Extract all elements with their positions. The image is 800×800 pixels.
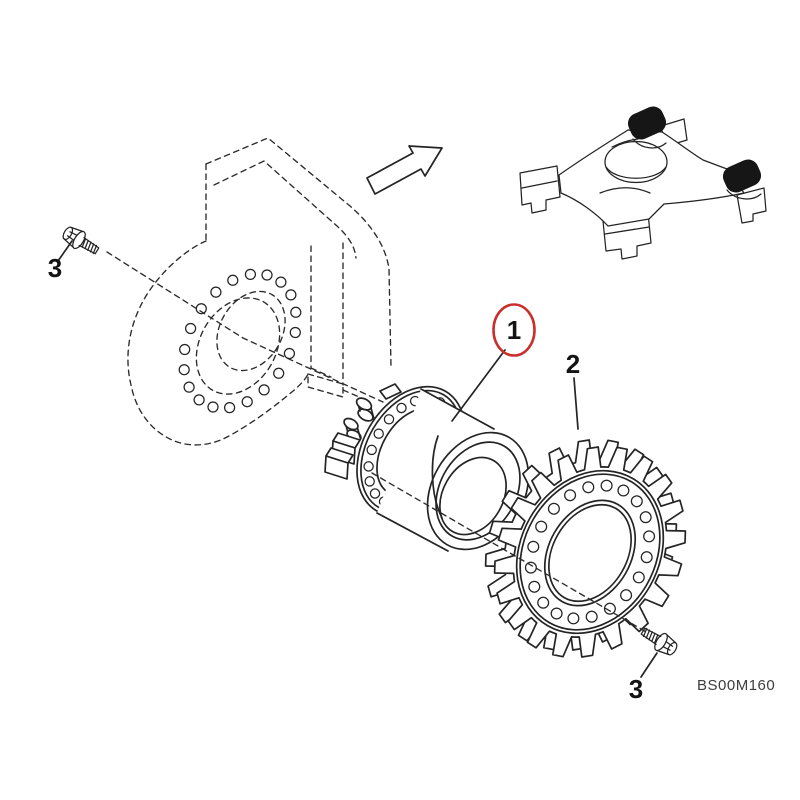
- callouts: 1 2 3 3 BS00M160: [48, 240, 775, 704]
- bolt-drawing-top: [62, 226, 100, 255]
- callout-2-leader: [573, 377, 579, 430]
- travel-motor-drawing: [324, 383, 530, 552]
- callout-1-label: 1: [507, 315, 521, 345]
- callout-1-leader: [451, 349, 506, 422]
- housing-dashed-outline: [127, 137, 392, 446]
- callout-2-label: 2: [566, 349, 580, 379]
- figure-code: BS00M160: [697, 677, 775, 694]
- bolt-drawing-bottom: [640, 627, 678, 656]
- axis-centerline-lower: [371, 472, 649, 634]
- callout-3-bottom-leader: [640, 652, 658, 678]
- sprocket-drawing: [484, 439, 687, 658]
- axis-centerline-upper: [106, 251, 384, 403]
- callout-1-circle: [492, 303, 536, 357]
- axis-centerlines: [106, 251, 649, 634]
- callout-3-top-leader: [57, 240, 73, 262]
- direction-arrow-icon: [366, 145, 443, 195]
- undercarriage-thumbnail-icon: [519, 106, 767, 260]
- callout-3-top-label: 3: [48, 253, 62, 283]
- callout-3-bottom-label: 3: [629, 674, 643, 704]
- diagram-art: [62, 106, 767, 658]
